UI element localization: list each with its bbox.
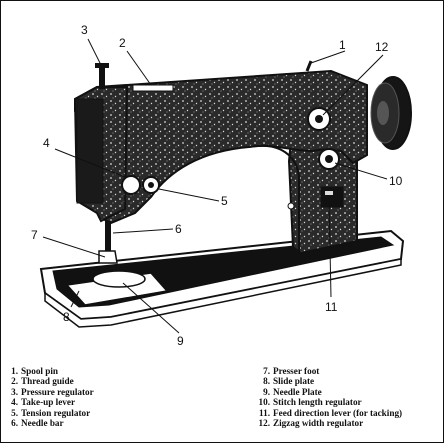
callout-9: 9 (177, 334, 184, 348)
machine-head (73, 86, 129, 223)
callout-4: 4 (43, 136, 50, 150)
legend-label: Slide plate (273, 376, 315, 387)
legend-label: Needle bar (21, 418, 64, 429)
legend-number: 2. (11, 376, 18, 387)
legend-label: Tension regulator (21, 407, 91, 418)
legend-label: Feed direction lever (for tacking) (273, 407, 403, 418)
legend-number: 5. (11, 407, 18, 418)
legend-item: 8.Slide plate (256, 376, 402, 386)
legend-item: 9.Needle Plate (256, 387, 402, 397)
legend-item: 10.Stitch length regulator (256, 397, 402, 407)
parts-legend: 1.Spool pin 2.Thread guide 3.Pressure re… (8, 366, 438, 440)
legend-item: 1.Spool pin (10, 366, 94, 376)
legend-item: 12.Zigzag width regulator (256, 418, 402, 428)
legend-number: 8. (263, 376, 270, 387)
legend-label: Pressure regulator (21, 386, 94, 397)
legend-label: Stitch length regulator (273, 397, 362, 408)
legend-label: Presser foot (273, 366, 320, 376)
callout-11: 11 (325, 300, 338, 314)
callout-6: 6 (175, 222, 182, 236)
callout-3: 3 (81, 23, 88, 37)
legend-item: 5.Tension regulator (10, 408, 94, 418)
spool-pin (305, 60, 313, 72)
callout-10: 10 (389, 174, 403, 188)
legend-label: Zigzag width regulator (273, 418, 364, 429)
stitch-length-knob (318, 148, 340, 170)
legend-number: 12. (258, 418, 270, 429)
feed-direction-lever (320, 186, 344, 208)
legend-number: 4. (11, 397, 18, 408)
handwheel (370, 76, 412, 150)
legend-item: 7.Presser foot (256, 366, 402, 376)
legend-number: 9. (263, 386, 270, 397)
legend-number: 10. (258, 397, 270, 408)
legend-label: Spool pin (21, 366, 59, 376)
legend-item: 11.Feed direction lever (for tacking) (256, 408, 402, 418)
legend-item: 2.Thread guide (10, 376, 94, 386)
legend-label: Needle Plate (273, 386, 322, 397)
thread-guide (132, 84, 174, 92)
sewing-machine-diagram: 1 2 3 4 5 6 7 8 9 10 11 12 (31, 23, 412, 348)
callout-5: 5 (221, 194, 228, 208)
legend-item: 3.Pressure regulator (10, 387, 94, 397)
presser-foot (98, 250, 118, 264)
callout-12: 12 (375, 40, 389, 54)
needle-plate (92, 270, 146, 288)
legend-item: 6.Needle bar (10, 418, 94, 428)
legend-column-right: 7.Presser foot 8.Slide plate 9.Needle Pl… (256, 366, 403, 428)
callout-8: 8 (63, 310, 70, 324)
callout-2: 2 (119, 36, 126, 50)
legend-number: 11. (259, 407, 270, 418)
pressure-regulator (95, 63, 109, 89)
callout-labels: 1 2 3 4 5 6 7 8 9 10 11 12 (31, 23, 403, 348)
legend-item: 4.Take-up lever (10, 397, 94, 407)
legend-number: 6. (11, 418, 18, 429)
needle-bar (105, 221, 111, 251)
callout-1: 1 (339, 38, 346, 52)
tension-regulator (121, 175, 160, 195)
callout-7: 7 (31, 228, 38, 242)
legend-number: 7. (263, 366, 270, 376)
legend-number: 3. (11, 386, 18, 397)
legend-label: Take-up lever (21, 397, 76, 408)
leader-lines (42, 38, 388, 334)
legend-label: Thread guide (21, 376, 74, 387)
legend-column-left: 1.Spool pin 2.Thread guide 3.Pressure re… (10, 366, 94, 428)
legend-number: 1. (11, 366, 18, 376)
